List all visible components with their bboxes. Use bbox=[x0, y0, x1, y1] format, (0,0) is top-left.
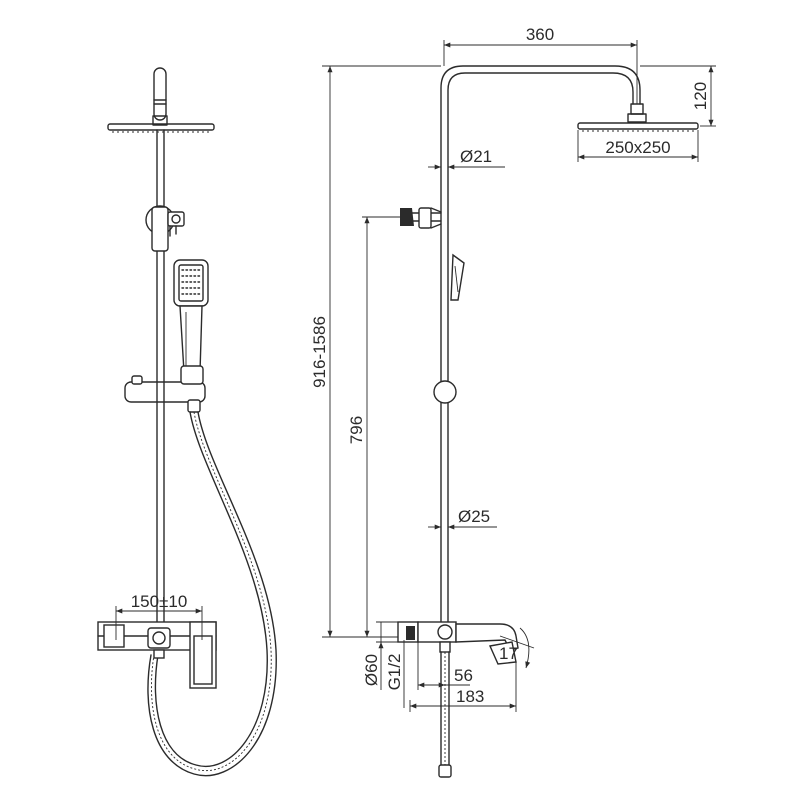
dim-thread: G1/2 bbox=[385, 640, 405, 708]
dim-spout-angle-label: 17 bbox=[499, 644, 518, 663]
dim-arm-length: 360 bbox=[443, 25, 638, 104]
front-wall-bracket bbox=[145, 205, 185, 252]
side-slide-knob bbox=[433, 380, 457, 404]
front-shower-head bbox=[107, 115, 215, 133]
side-view: 360 120 250x250 Ø21 Ø25 bbox=[310, 25, 716, 778]
dim-inlet-spacing-label: 150±10 bbox=[131, 592, 188, 611]
dim-lower-pipe-label: Ø25 bbox=[458, 507, 490, 526]
dim-upper-pipe-label: Ø21 bbox=[460, 147, 492, 166]
side-shower-head bbox=[577, 122, 699, 132]
front-view: 150±10 bbox=[97, 67, 277, 777]
dim-offset-56: 56 bbox=[417, 642, 473, 690]
dim-inlet-spacing: 150±10 bbox=[115, 592, 203, 640]
front-top-pipe bbox=[153, 67, 167, 121]
dim-head-drop-label: 120 bbox=[691, 82, 710, 110]
dim-upper-pipe: Ø21 bbox=[428, 147, 505, 170]
side-hose bbox=[438, 651, 452, 778]
dim-spout-reach: 183 bbox=[409, 662, 517, 712]
dim-total-height: 916-1586 bbox=[310, 65, 441, 638]
side-hand-shower bbox=[450, 253, 465, 301]
front-hose bbox=[147, 411, 277, 777]
dim-lower-pipe: Ø25 bbox=[428, 507, 497, 530]
side-mixer bbox=[397, 621, 519, 665]
front-hand-shower bbox=[173, 259, 209, 373]
dim-head-size: 250x250 bbox=[577, 130, 699, 162]
front-slide-holder bbox=[124, 365, 206, 413]
dim-bracket-height: 796 bbox=[347, 216, 404, 637]
dim-flange-label: Ø60 bbox=[362, 654, 381, 686]
dim-spout-reach-label: 183 bbox=[456, 687, 484, 706]
front-main-rod bbox=[156, 129, 165, 623]
dim-thread-label: G1/2 bbox=[385, 654, 404, 691]
dim-offset-56-label: 56 bbox=[454, 666, 473, 685]
dim-flange: Ø60 bbox=[362, 621, 398, 690]
side-wall-bracket bbox=[400, 207, 442, 229]
dim-spout-angle: 17 bbox=[499, 627, 535, 669]
side-pipe-arm bbox=[440, 65, 647, 623]
dim-head-drop: 120 bbox=[640, 65, 716, 127]
dim-bracket-height-label: 796 bbox=[347, 416, 366, 444]
front-mixer-body bbox=[97, 621, 217, 689]
dim-total-height-label: 916-1586 bbox=[310, 316, 329, 388]
dim-head-size-label: 250x250 bbox=[605, 138, 670, 157]
dim-arm-length-label: 360 bbox=[526, 25, 554, 44]
